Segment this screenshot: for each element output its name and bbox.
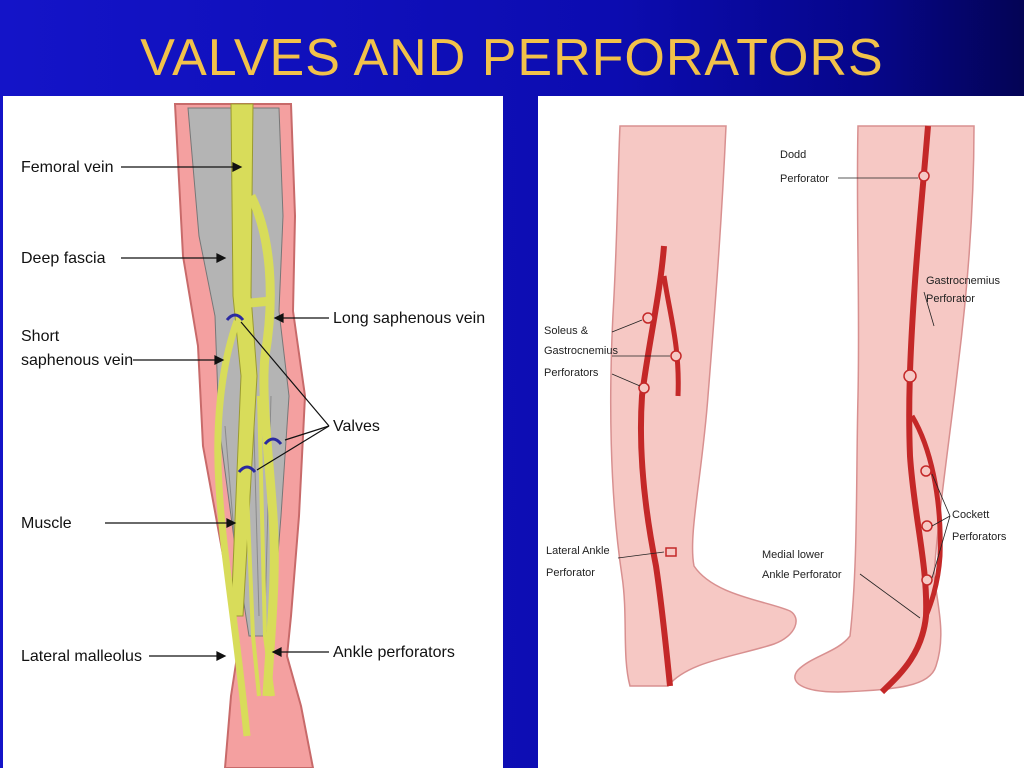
label-soleus-line1: Soleus & <box>544 325 589 337</box>
slide-title: VALVES AND PERFORATORS <box>140 29 884 87</box>
label-lateral-malleolus: Lateral malleolus <box>21 648 142 665</box>
medial-perforator-nodes <box>903 170 933 586</box>
valve-marker-2 <box>263 437 283 445</box>
label-long-saphenous-vein: Long saphenous vein <box>333 310 485 327</box>
right-leader-lines <box>611 177 951 619</box>
leg-venous-diagram: Femoral vein Deep fascia Short saphenous… <box>21 103 485 768</box>
tibial-vein-2 <box>257 395 275 697</box>
label-cockett-line1: Cockett <box>952 509 989 521</box>
label-soleus-line2: Gastrocnemius <box>544 345 618 357</box>
label-lateral-ankle-line2: Perforator <box>546 567 595 579</box>
valve-marker-3 <box>237 465 257 473</box>
label-gastrocnemius-line2: Perforator <box>926 293 975 305</box>
label-soleus-line3: Perforators <box>544 367 599 379</box>
label-dodd-line1: Dodd <box>780 149 806 161</box>
medial-vein-branch <box>909 414 943 617</box>
valve-marker-1 <box>225 313 245 321</box>
lateral-perforator-nodes <box>638 312 682 557</box>
tibial-vein-1 <box>241 395 261 697</box>
label-gastrocnemius-line1: Gastrocnemius <box>926 275 1000 287</box>
label-valves: Valves <box>333 418 380 435</box>
long-saphenous-vein <box>246 193 279 697</box>
label-short-saphenous-line2: saphenous vein <box>21 352 133 369</box>
label-femoral-vein: Femoral vein <box>21 159 113 176</box>
right-diagram-panel: Dodd Perforator Gastrocnemius Perforator… <box>538 96 1024 768</box>
label-deep-fascia: Deep fascia <box>21 250 106 267</box>
label-dodd-line2: Perforator <box>780 173 829 185</box>
lateral-leg-skin <box>609 125 797 687</box>
label-medial-lower-line1: Medial lower <box>762 549 824 561</box>
label-cockett-line2: Perforators <box>952 531 1007 543</box>
label-muscle: Muscle <box>21 515 72 532</box>
left-diagram-panel: Femoral vein Deep fascia Short saphenous… <box>3 96 503 768</box>
lateral-saphenous-vein <box>637 245 673 687</box>
label-short-saphenous-line1: Short <box>21 328 60 345</box>
lateral-vein-branch <box>661 275 681 397</box>
medial-leg-skin <box>794 125 975 693</box>
perforating-branch <box>238 296 272 309</box>
short-saphenous-vein <box>214 319 251 737</box>
label-medial-lower-line2: Ankle Perforator <box>762 569 842 581</box>
perforator-legs-diagram: Dodd Perforator Gastrocnemius Perforator… <box>544 125 1007 695</box>
leader-lines <box>105 162 330 661</box>
medial-saphenous-vein <box>879 125 931 695</box>
label-ankle-perforators: Ankle perforators <box>333 644 455 661</box>
label-lateral-ankle-line1: Lateral Ankle <box>546 545 610 557</box>
